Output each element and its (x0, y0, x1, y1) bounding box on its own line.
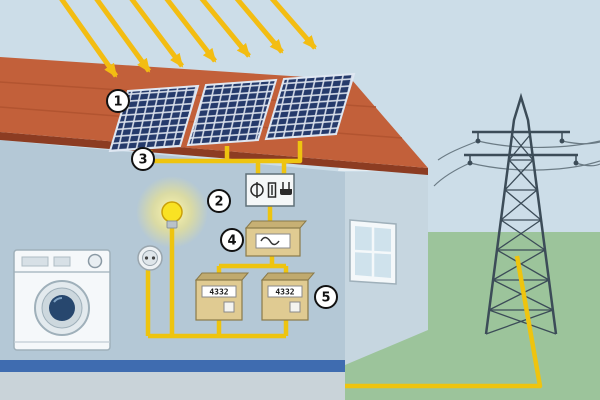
solar-panel-2 (186, 78, 278, 147)
meter-reading: 4332 (275, 288, 294, 297)
tower-lattice (485, 134, 557, 335)
insulators (467, 132, 579, 166)
meter-dial (289, 301, 301, 313)
electricity-meter-2: 4332 (260, 272, 316, 321)
sine-wave-icon (260, 236, 280, 246)
solar-panels (108, 72, 356, 153)
transmission-tower (433, 92, 600, 335)
meter-display (201, 285, 237, 298)
plug-icon (280, 182, 292, 195)
tower-legs (464, 92, 578, 335)
light-bulb (161, 201, 183, 229)
svg-text:2: 2 (214, 195, 223, 210)
electricity-meter-1: 4332 (194, 272, 250, 321)
callouts: 1 3 2 4 5 (106, 89, 338, 309)
power-outlet (137, 245, 163, 271)
svg-text:4: 4 (227, 234, 236, 249)
washer-knob (87, 253, 103, 269)
baseboard (0, 360, 345, 372)
detergent-drawer (21, 256, 49, 267)
callout-2: 2 (207, 189, 231, 213)
washer-buttons (53, 256, 71, 267)
svg-text:1: 1 (113, 95, 122, 110)
sun-rays (59, 0, 317, 78)
solar-panel-3 (264, 72, 356, 141)
svg-text:5: 5 (321, 291, 330, 306)
inverter (244, 220, 308, 257)
phase-icon (250, 182, 264, 198)
power-lines (433, 140, 600, 187)
callout-4: 4 (220, 228, 244, 252)
washing-machine (13, 249, 111, 351)
meter-display (267, 285, 303, 298)
svg-text:3: 3 (138, 153, 147, 168)
floor (0, 372, 345, 400)
fuse-icon (267, 182, 277, 198)
meter-dial (223, 301, 235, 313)
bulb-socket (166, 220, 178, 229)
junction-box (245, 173, 295, 207)
eave-shadow (0, 132, 428, 175)
solar-panel-1 (108, 84, 200, 153)
callout-3: 3 (131, 147, 155, 171)
callout-1: 1 (106, 89, 130, 113)
window (349, 219, 397, 285)
meter-reading: 4332 (209, 288, 228, 297)
callout-5: 5 (314, 285, 338, 309)
